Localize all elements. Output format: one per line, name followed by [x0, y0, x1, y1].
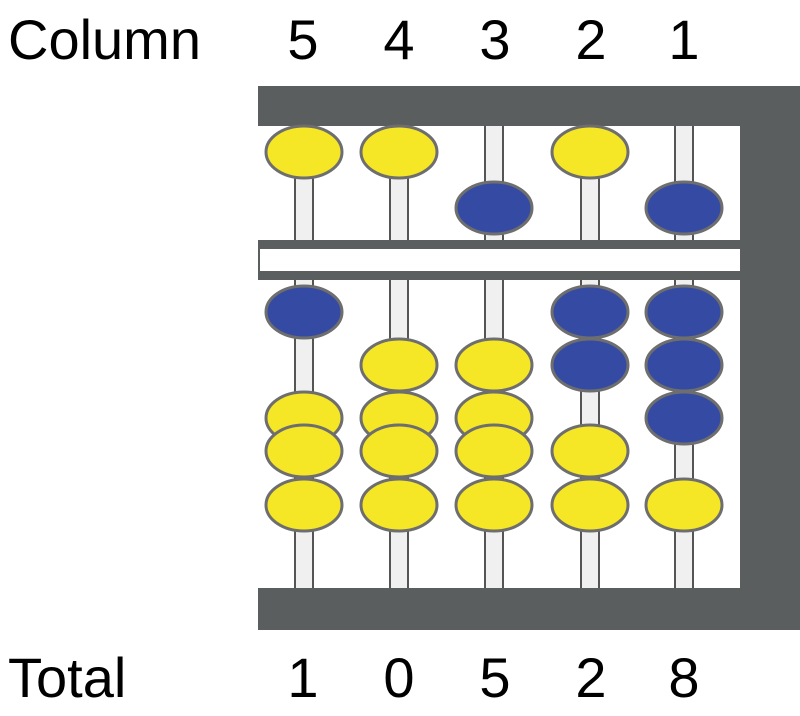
lower-bead — [359, 423, 439, 479]
abacus-frame-bottom — [258, 588, 800, 630]
lower-bead — [550, 477, 630, 533]
lower-bead — [644, 390, 724, 446]
abacus-frame-top — [258, 86, 800, 126]
lower-bead — [454, 337, 534, 393]
lower-bead — [264, 284, 344, 340]
column-header-label: Column — [8, 8, 201, 71]
total-digit: 8 — [668, 646, 700, 709]
abacus-beam-inner — [260, 249, 740, 271]
total-digit: 1 — [287, 646, 319, 709]
column-number: 5 — [287, 8, 319, 71]
column-number: 2 — [575, 8, 607, 71]
upper-bead — [644, 180, 724, 236]
column-number: 1 — [668, 8, 700, 71]
upper-bead — [264, 124, 344, 180]
lower-bead — [454, 477, 534, 533]
total-digit: 2 — [575, 646, 607, 709]
lower-bead — [644, 284, 724, 340]
column-number: 3 — [479, 8, 511, 71]
total-digit: 5 — [479, 646, 511, 709]
abacus-frame-right — [740, 86, 800, 630]
upper-bead — [359, 124, 439, 180]
total-label: Total — [8, 646, 127, 709]
lower-bead — [550, 423, 630, 479]
lower-bead — [550, 284, 630, 340]
column-number: 4 — [383, 8, 415, 71]
lower-bead — [264, 423, 344, 479]
upper-bead — [454, 180, 534, 236]
lower-bead — [359, 337, 439, 393]
lower-bead — [644, 477, 724, 533]
total-digit: 0 — [383, 646, 415, 709]
lower-bead — [550, 337, 630, 393]
lower-bead — [359, 477, 439, 533]
lower-bead — [644, 337, 724, 393]
lower-bead — [264, 477, 344, 533]
lower-bead — [454, 423, 534, 479]
upper-bead — [550, 124, 630, 180]
